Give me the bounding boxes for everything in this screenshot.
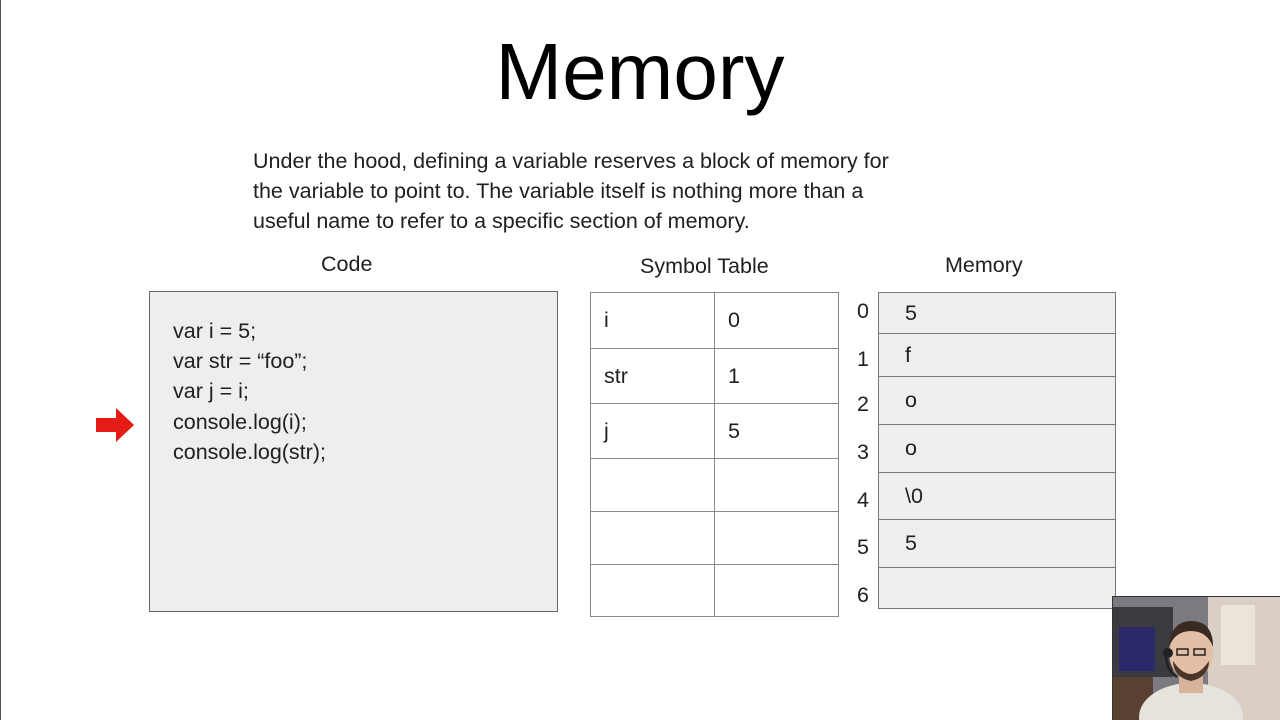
symbol-address: 0 [728,308,740,332]
memory-index: 6 [857,583,869,607]
memory-value: 5 [905,531,917,555]
slide-title: Memory [495,27,785,116]
presenter-webcam-icon [1113,597,1280,720]
symbol-table: i 0 str 1 j 5 [590,292,839,617]
memory-index: 5 [857,535,869,559]
memory-cell [879,568,1115,608]
symbol-address: 1 [728,363,740,388]
memory-cell: o [879,425,1115,473]
memory-index: 3 [857,440,869,464]
symbol-row: i 0 [591,293,838,349]
description-line: useful name to refer to a specific secti… [253,209,750,233]
code-line: console.log(str); [173,439,326,464]
symbol-name: str [591,349,715,403]
code-line-current: console.log(i); [173,409,307,434]
memory-index: 0 [857,299,869,323]
slide-description: Under the hood, defining a variable rese… [253,146,1013,236]
symbol-address: 5 [728,418,740,443]
code-line: var str = “foo”; [173,349,308,374]
symbol-row: j 5 [591,404,838,459]
symbol-name: j [591,404,715,458]
current-line-arrow-icon [96,408,134,442]
memory-value: o [905,388,917,412]
memory-index: 1 [857,347,869,371]
memory-cell: f [879,334,1115,377]
presenter-webcam [1112,596,1280,720]
memory-value: o [905,436,917,460]
code-lines: var i = 5; var str = “foo”; var j = i; c… [173,316,326,467]
symbol-address [715,459,838,511]
symbol-address [715,565,838,616]
memory-index: 2 [857,392,869,416]
symbol-row [591,512,838,565]
memory-cell: 5 [879,293,1115,334]
code-panel: var i = 5; var str = “foo”; var j = i; c… [149,291,558,612]
description-line: Under the hood, defining a variable rese… [253,149,889,173]
memory-heading: Memory [945,253,1023,277]
code-line: var i = 5; [173,319,257,343]
memory-value: \0 [905,483,923,508]
memory-index: 4 [857,488,869,512]
symbol-row [591,459,838,512]
code-heading: Code [321,252,373,276]
symbol-row: str 1 [591,349,838,404]
code-line: var j = i; [173,379,249,404]
symbol-name: i [591,293,715,348]
symbol-address [715,512,838,564]
description-line: the variable to point to. The variable i… [253,179,864,203]
slide-left-edge [0,0,1,720]
memory-cell: 5 [879,520,1115,568]
symbol-name [591,565,715,616]
symbol-name [591,512,715,564]
symbol-name [591,459,715,511]
symbol-row [591,565,838,616]
memory-cell: \0 [879,473,1115,520]
memory-cell: o [879,377,1115,425]
memory-value: f [905,342,911,367]
memory-value: 5 [905,300,917,325]
memory-panel: 5 f o o \0 5 [878,292,1116,609]
symbol-table-heading: Symbol Table [640,254,769,278]
